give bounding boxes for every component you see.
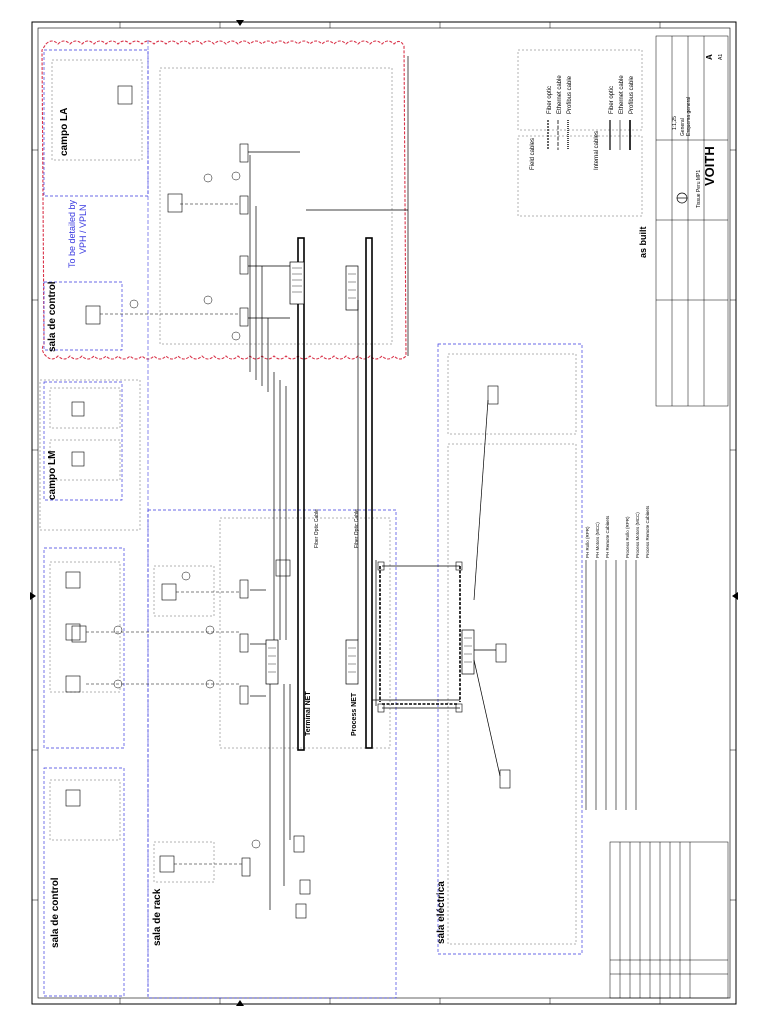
legend-internal-0: Fiber optic bbox=[609, 86, 615, 114]
cables-solid bbox=[248, 56, 501, 910]
terminal-net-label: Terminal NET bbox=[305, 691, 312, 736]
switch-electrical bbox=[461, 629, 475, 675]
area-label-campo-lm: campo LM bbox=[47, 451, 58, 500]
cables-profibus bbox=[379, 566, 461, 705]
field-link-3: Process Rollo (RPR) bbox=[625, 516, 630, 558]
legend-field-0: Fiber optic bbox=[547, 86, 553, 114]
title-rev: A1 bbox=[718, 54, 724, 60]
field-link-2: PH Remote Cabinets bbox=[605, 515, 610, 558]
process-net-bus bbox=[365, 237, 373, 749]
fiber-optic-label-1: Fiber Optic Cable bbox=[314, 509, 320, 548]
field-link-1: PH Motors (MCC) bbox=[595, 522, 600, 558]
title-project: Tissue Peru MP1 bbox=[696, 170, 702, 208]
sheet-outer-border bbox=[31, 21, 737, 1005]
grey-sub-boundaries bbox=[39, 49, 643, 945]
legend-field-2: Profibus cable bbox=[567, 75, 573, 114]
fiber-optic-label-2: Fiber Optic Cable bbox=[354, 509, 360, 548]
sheet-inner-border bbox=[37, 27, 731, 999]
vph-note-line-1: To be detailed by bbox=[67, 199, 77, 268]
company-logo-text: VOITH bbox=[702, 146, 717, 186]
revision-cloud bbox=[41, 40, 407, 360]
area-label-sala-electrica: sala eléctrica bbox=[436, 881, 447, 944]
switch-top bbox=[289, 261, 305, 305]
field-link-5: Process Remote Cabinets bbox=[645, 505, 650, 558]
area-label-sala-control-bottom: sala de control bbox=[50, 877, 61, 948]
title-scale: 1:1,25 bbox=[672, 116, 678, 130]
logo-emblem bbox=[676, 192, 688, 204]
title-block bbox=[655, 35, 729, 407]
center-arrow-bottom bbox=[236, 1000, 244, 1006]
area-label-sala-rack: sala de rack bbox=[152, 888, 163, 946]
revision-table bbox=[609, 841, 729, 999]
area-label-sala-control-top: sala de control bbox=[47, 281, 58, 352]
switch-process-top bbox=[345, 265, 359, 311]
legend-field-1: Ethernet cable bbox=[557, 75, 563, 114]
field-link-0: PH Rollo (RPR) bbox=[585, 526, 590, 558]
terminal-net-bus bbox=[297, 237, 305, 751]
title-sheet: A bbox=[705, 54, 714, 60]
legend-field-labels: Fiber optic Ethernet cable Profibus cabl… bbox=[547, 75, 635, 114]
title-subject-1: General bbox=[680, 118, 686, 136]
switch-mid-process bbox=[345, 639, 359, 685]
as-built-note: as built bbox=[638, 226, 648, 258]
title-subject-2: Esquema general bbox=[686, 97, 692, 136]
node-circles bbox=[113, 171, 261, 849]
devices bbox=[239, 143, 511, 919]
region-boundaries bbox=[43, 49, 583, 999]
workstations bbox=[65, 85, 183, 873]
field-cable-runs bbox=[585, 560, 637, 810]
legend-field-title: Field cables bbox=[530, 138, 536, 170]
frame-ticks bbox=[32, 22, 736, 1004]
cables-dashed bbox=[86, 203, 242, 865]
switch-mid-terminal bbox=[265, 639, 279, 685]
process-net-label: Process NET bbox=[351, 692, 358, 736]
legend-internal-1: Ethernet cable bbox=[619, 75, 625, 114]
field-link-4: Process Motors (MCC) bbox=[635, 512, 640, 558]
legend-field-swatches bbox=[547, 120, 631, 150]
legend-internal-title: Internal cables bbox=[594, 131, 600, 170]
center-arrow-top bbox=[236, 20, 244, 26]
center-arrow-left bbox=[30, 592, 36, 600]
center-arrow-right bbox=[732, 592, 738, 600]
vph-note-line-2: VPH / VPLN bbox=[78, 204, 88, 254]
field-link-labels: PH Rollo (RPR) PH Motors (MCC) PH Remote… bbox=[585, 505, 650, 558]
area-label-campo-la: campo LA bbox=[59, 108, 70, 156]
legend-internal-2: Profibus cable bbox=[629, 75, 635, 114]
